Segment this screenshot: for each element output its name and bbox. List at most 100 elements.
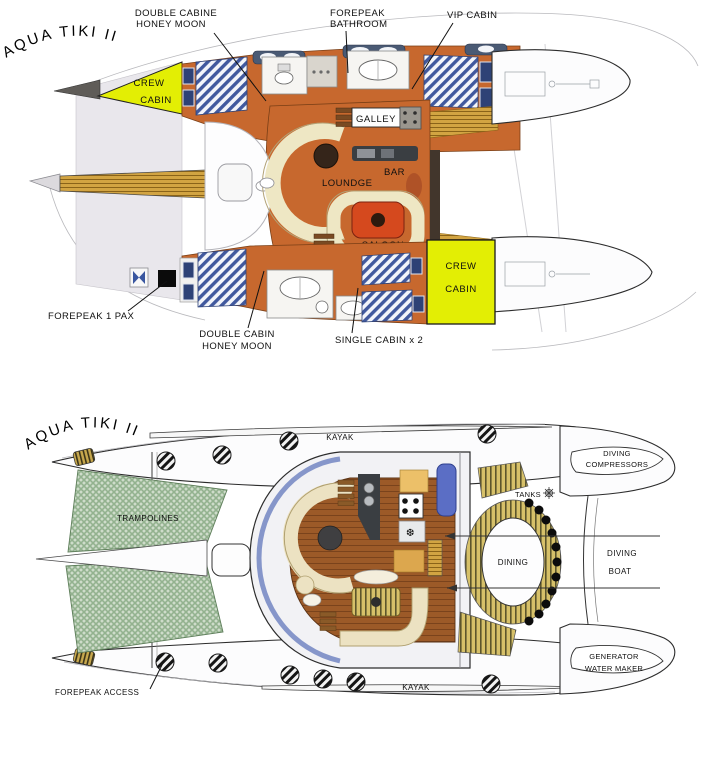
fridge: ❆ bbox=[398, 520, 426, 543]
deck-hatch-icon bbox=[477, 424, 497, 444]
cabin-window bbox=[182, 283, 195, 301]
generator-label-2: WATER MAKER bbox=[585, 664, 644, 673]
diving-boat-dock: DIVING BOAT bbox=[445, 532, 660, 592]
saloon-side-wall bbox=[430, 150, 440, 243]
single-cabin-callout: SINGLE CABIN x 2 bbox=[335, 335, 423, 346]
bow-roller-top bbox=[72, 448, 96, 466]
vip-cabin-callout: VIP CABIN bbox=[447, 10, 497, 21]
deck-hatch-icon bbox=[155, 652, 175, 672]
shower-area bbox=[306, 55, 338, 88]
sunpad bbox=[436, 463, 457, 517]
sink bbox=[363, 482, 375, 494]
tanks-symbol bbox=[543, 487, 555, 499]
lower-saloon-pod: ❆ bbox=[249, 451, 471, 669]
cabin-window bbox=[182, 261, 195, 279]
forepeak-bathroom-callout-2: BATHROOM bbox=[330, 19, 387, 30]
armchair bbox=[295, 575, 315, 595]
crew-cabin-aft-label-2: CABIN bbox=[445, 284, 477, 295]
double-cabin-callout-1: DOUBLE CABIN bbox=[199, 329, 275, 340]
lounge-table bbox=[313, 143, 339, 169]
windshield-rim bbox=[256, 456, 341, 664]
stern-pod-bottom: GENERATOR WATER MAKER bbox=[559, 623, 676, 695]
diving-boat-label-1: DIVING bbox=[607, 549, 637, 558]
trampoline-area: TRAMPOLINES bbox=[35, 469, 279, 654]
cabin-window bbox=[479, 61, 493, 83]
forepeak-access-hatch bbox=[158, 270, 176, 287]
galley-counter bbox=[358, 474, 380, 540]
lower-lounge-table bbox=[317, 525, 343, 551]
crew-cabin-fwd-label-2: CABIN bbox=[140, 95, 172, 106]
single-berth-1 bbox=[361, 252, 411, 286]
galley-steps bbox=[335, 107, 355, 127]
foredeck-locker-dome bbox=[204, 121, 274, 251]
crew-cabin-fwd-label-1: CREW bbox=[133, 78, 164, 89]
diving-compressors-label-1: DIVING bbox=[603, 449, 631, 458]
stove bbox=[398, 493, 424, 519]
aft-deck-area: DINING TANKS bbox=[457, 461, 599, 657]
cockpit-bench-bottom bbox=[457, 611, 517, 657]
lower-deck-plan: TRAMPOLINES ❆ bbox=[21, 414, 676, 697]
cabin-window bbox=[182, 89, 195, 107]
forepeak-1pax-callout: FOREPEAK 1 PAX bbox=[48, 311, 134, 322]
floor-mat bbox=[393, 549, 425, 573]
lounge-label: LOUNDGE bbox=[322, 178, 372, 189]
companionway-steps-bottom bbox=[319, 611, 337, 631]
deck-locker-hatch bbox=[211, 543, 251, 577]
diving-boat-label-2: BOAT bbox=[609, 567, 632, 576]
trampolines-label: TRAMPOLINES bbox=[117, 514, 179, 523]
arrow-icon bbox=[445, 532, 455, 540]
lower-lounge-sofa bbox=[282, 482, 355, 594]
aft-bathroom-area bbox=[266, 269, 334, 319]
deck-hatch-icon bbox=[208, 653, 228, 673]
forepeak-grate bbox=[129, 267, 149, 288]
galley-label: GALLEY bbox=[356, 114, 396, 125]
diving-compressors-label-2: COMPRESSORS bbox=[586, 460, 648, 469]
crew-cabin-aft-area: CREW CABIN bbox=[426, 239, 496, 325]
bar-counter bbox=[352, 146, 418, 161]
kayak-top-label: KAYAK bbox=[326, 433, 354, 442]
sliding-door bbox=[427, 539, 443, 577]
upper-callouts bbox=[127, 22, 454, 334]
sink bbox=[363, 495, 375, 507]
galley-cabinet bbox=[399, 469, 429, 493]
galley-stove bbox=[399, 106, 422, 130]
saloon-area: GALLEY BAR LOUNDGE SALOON bbox=[204, 99, 440, 267]
deck-hatch-icon bbox=[279, 431, 299, 451]
companionway-steps-top bbox=[337, 479, 355, 506]
starboard-stern-hull bbox=[491, 49, 631, 125]
transom-line-2 bbox=[593, 497, 599, 623]
cabin-window bbox=[410, 257, 423, 275]
double-cabine-callout-2: HONEY MOON bbox=[136, 19, 206, 30]
snowflake-icon: ❆ bbox=[406, 528, 414, 539]
generator-panel bbox=[570, 645, 664, 674]
upper-deck-title: AQUA TIKI II bbox=[0, 23, 120, 62]
arrow-icon bbox=[447, 584, 457, 592]
port-bow-tip bbox=[53, 79, 101, 100]
transom-line bbox=[583, 495, 589, 625]
cabin-window bbox=[182, 67, 195, 85]
dining-chairs bbox=[524, 498, 562, 626]
diving-compressors-panel bbox=[570, 446, 664, 475]
generator-label-1: GENERATOR bbox=[589, 652, 639, 661]
tanks-label: TANKS bbox=[515, 490, 541, 499]
center-walkway bbox=[35, 539, 208, 577]
kayak-bottom-label: KAYAK bbox=[402, 683, 430, 692]
single-berth-2 bbox=[361, 289, 413, 323]
cabin-window bbox=[479, 87, 493, 109]
coffee-table-post bbox=[371, 597, 381, 607]
deck-hatch-icon bbox=[481, 674, 501, 694]
lower-saloon-sofa bbox=[339, 587, 429, 647]
porthole bbox=[259, 177, 275, 189]
stern-pod-top: DIVING COMPRESSORS bbox=[559, 425, 676, 497]
lower-lounge-sofa-edge bbox=[283, 482, 355, 594]
vip-berth-mattress bbox=[423, 54, 479, 109]
deck-hatch-icon bbox=[280, 665, 300, 685]
cabin-window bbox=[412, 295, 425, 313]
berth-mattress bbox=[195, 56, 248, 116]
side-table bbox=[302, 593, 322, 607]
kayak-top-shape bbox=[149, 425, 553, 439]
saloon-table-post bbox=[371, 213, 385, 227]
double-cabine-callout-1: DOUBLE CABINE bbox=[135, 8, 217, 19]
